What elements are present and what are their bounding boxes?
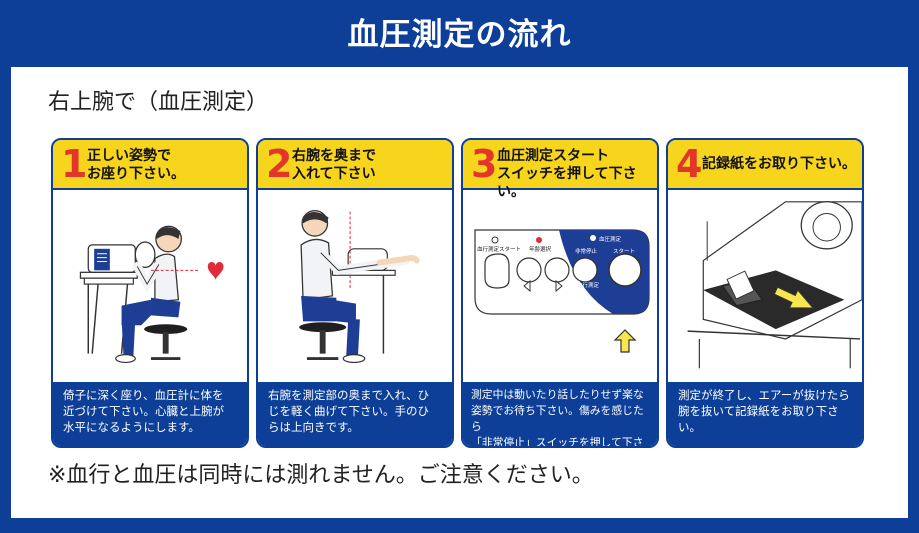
control-panel-illustration: 血行測定スタート 年齢選択 血圧測定 非常停止 スタート 血行測定 停止 bbox=[463, 190, 657, 386]
step-card-3: 3 血圧測定スタート スイッチを押して下さい。 血行測定スタート 年齢選択 血圧… bbox=[461, 138, 659, 448]
step-number: 3 bbox=[471, 142, 498, 186]
step-card-2: 2 右腕を奥まで 入れて下さい 右腕を測定部の奥まで入れ、ひ じを軽く曲げて下さ… bbox=[256, 138, 454, 448]
step-card-1: 1 正しい姿勢で お座り下さい。 倚子に深く座り、 bbox=[51, 138, 249, 448]
step-description: 右腕を測定部の奥まで入れ、ひ じを軽く曲げて下さい。手のひ らは上向きです。 bbox=[258, 382, 452, 446]
arm-insertion-illustration bbox=[299, 209, 420, 364]
seated-posture-illustration bbox=[79, 225, 224, 364]
step-number: 1 bbox=[61, 142, 88, 186]
panel-label-blood-flow-start: 血行測定スタート bbox=[477, 247, 522, 253]
record-paper-illustration bbox=[687, 201, 862, 369]
step-card-4: 4 記録紙をお取り下さい。 測定が終了し、エアーが抜けたら 腕を抜いて記録紙をお… bbox=[666, 138, 864, 448]
step-description: 測定が終了し、エアーが抜けたら 腕を抜いて記録紙をお取り下さい。 bbox=[668, 382, 862, 446]
step-heading: 右腕を奥まで 入れて下さい bbox=[292, 148, 376, 182]
step-header: 1 正しい姿勢で お座り下さい。 bbox=[53, 140, 247, 190]
panel-label-start: スタート bbox=[613, 249, 636, 255]
panel-label-emergency-stop: 非常停止 bbox=[575, 249, 598, 255]
step-number: 2 bbox=[266, 142, 293, 186]
panel-label-bf-measure-stop: 血行測定 停止 bbox=[577, 283, 600, 296]
step-heading: 正しい姿勢で お座り下さい。 bbox=[87, 148, 185, 182]
step-description: 倚子に深く座り、血圧計に体を 近づけて下さい。心臓と上腕が 水平になるようにしま… bbox=[53, 382, 247, 446]
subtitle: 右上腕で（血圧測定） bbox=[48, 90, 269, 115]
step-heading: 血圧測定スタート スイッチを押して下さい。 bbox=[497, 148, 637, 200]
step-header: 4 記録紙をお取り下さい。 bbox=[668, 140, 862, 190]
panel-label-bp-measure: 血圧測定 bbox=[599, 237, 622, 243]
page-title: 血圧測定の流れ bbox=[347, 17, 572, 53]
footnote: ※血行と血圧は同時には測れません。ご注意ください。 bbox=[48, 463, 594, 488]
step-header: 2 右腕を奥まで 入れて下さい bbox=[258, 140, 452, 190]
step-description: 測定中は動いたり話したりせず楽な 姿勢でお待ち下さい。傷みを感じたら 「非常停止… bbox=[463, 382, 657, 446]
step-header: 3 血圧測定スタート スイッチを押して下さい。 bbox=[463, 140, 657, 200]
panel-label-age-select: 年齢選択 bbox=[529, 247, 552, 253]
step-number: 4 bbox=[676, 142, 703, 186]
step-heading: 記録紙をお取り下さい。 bbox=[702, 156, 856, 172]
